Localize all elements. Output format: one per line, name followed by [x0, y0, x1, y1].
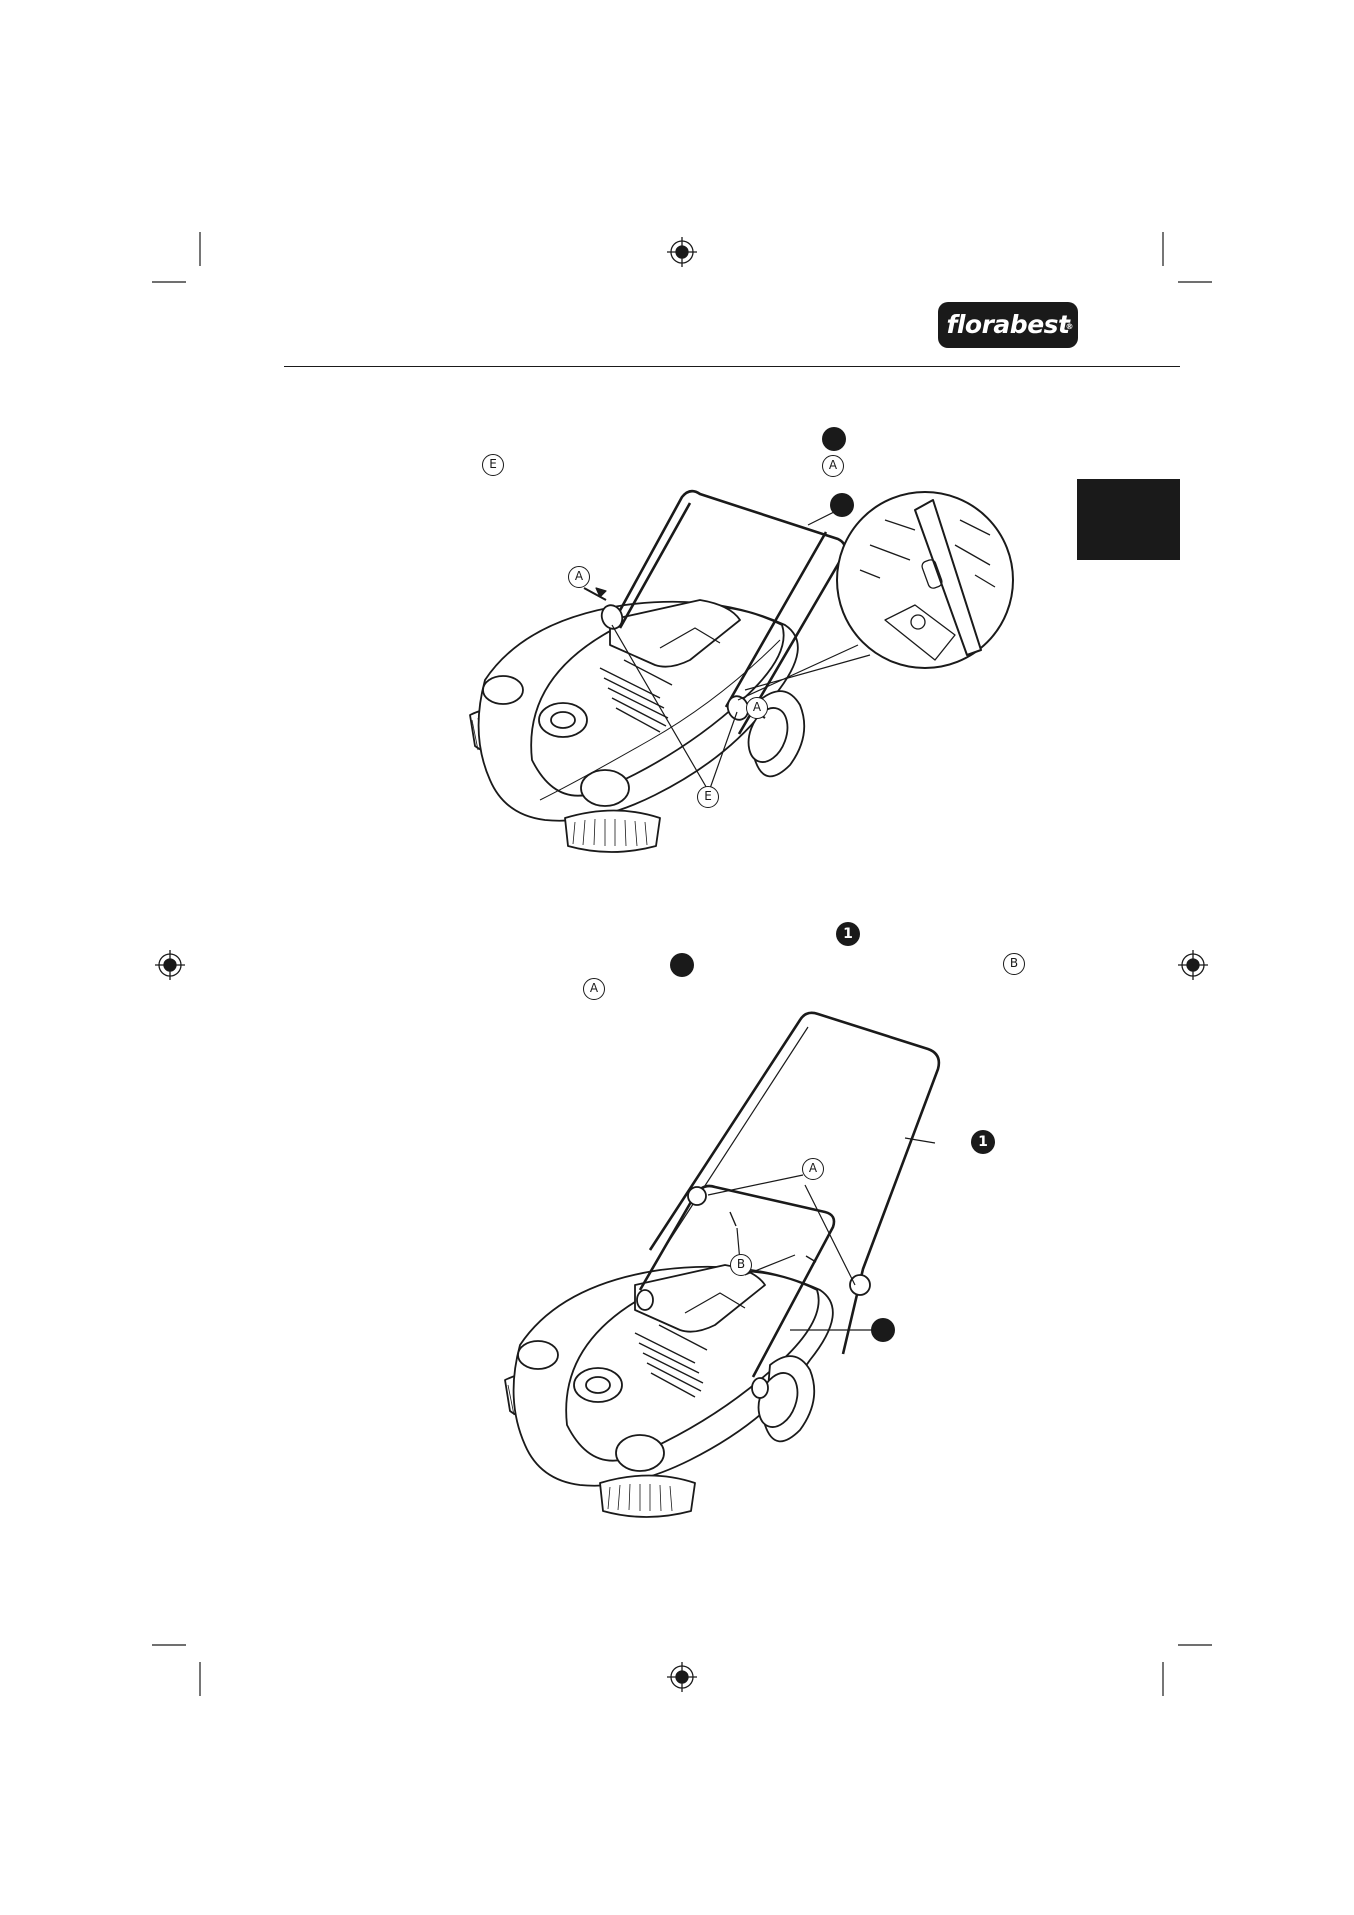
fig2-label-A: A [802, 1158, 824, 1180]
fig1-label-E: E [697, 786, 719, 808]
step1-callout-num-filled [822, 427, 846, 451]
fig1-label-A-left: A [568, 566, 590, 588]
logo-wordmark: florabest® [938, 302, 1078, 348]
fig2-label-num-filled [871, 1318, 895, 1342]
step1-callout-A: A [822, 455, 844, 477]
fig2-label-num-1: 1 [971, 1130, 995, 1154]
step2-callout-num-filled [670, 953, 694, 977]
language-tab [1077, 479, 1180, 560]
crop-marks [152, 232, 1212, 1696]
fig2-label-B: B [730, 1254, 752, 1276]
step1-callout-E: E [482, 454, 504, 476]
step2-callout-B: B [1003, 953, 1025, 975]
step2-callout-num-1: 1 [836, 922, 860, 946]
florabest-logo: florabest® [938, 302, 1078, 348]
registration-marks [155, 237, 1208, 1692]
figure-2-sweeper [504, 1011, 941, 1518]
step2-callout-A: A [583, 978, 605, 1000]
header-rule [284, 366, 1180, 367]
fig1-label-num-filled [830, 493, 854, 517]
figure-1-sweeper [469, 489, 1014, 853]
fig1-label-A-right: A [746, 697, 768, 719]
